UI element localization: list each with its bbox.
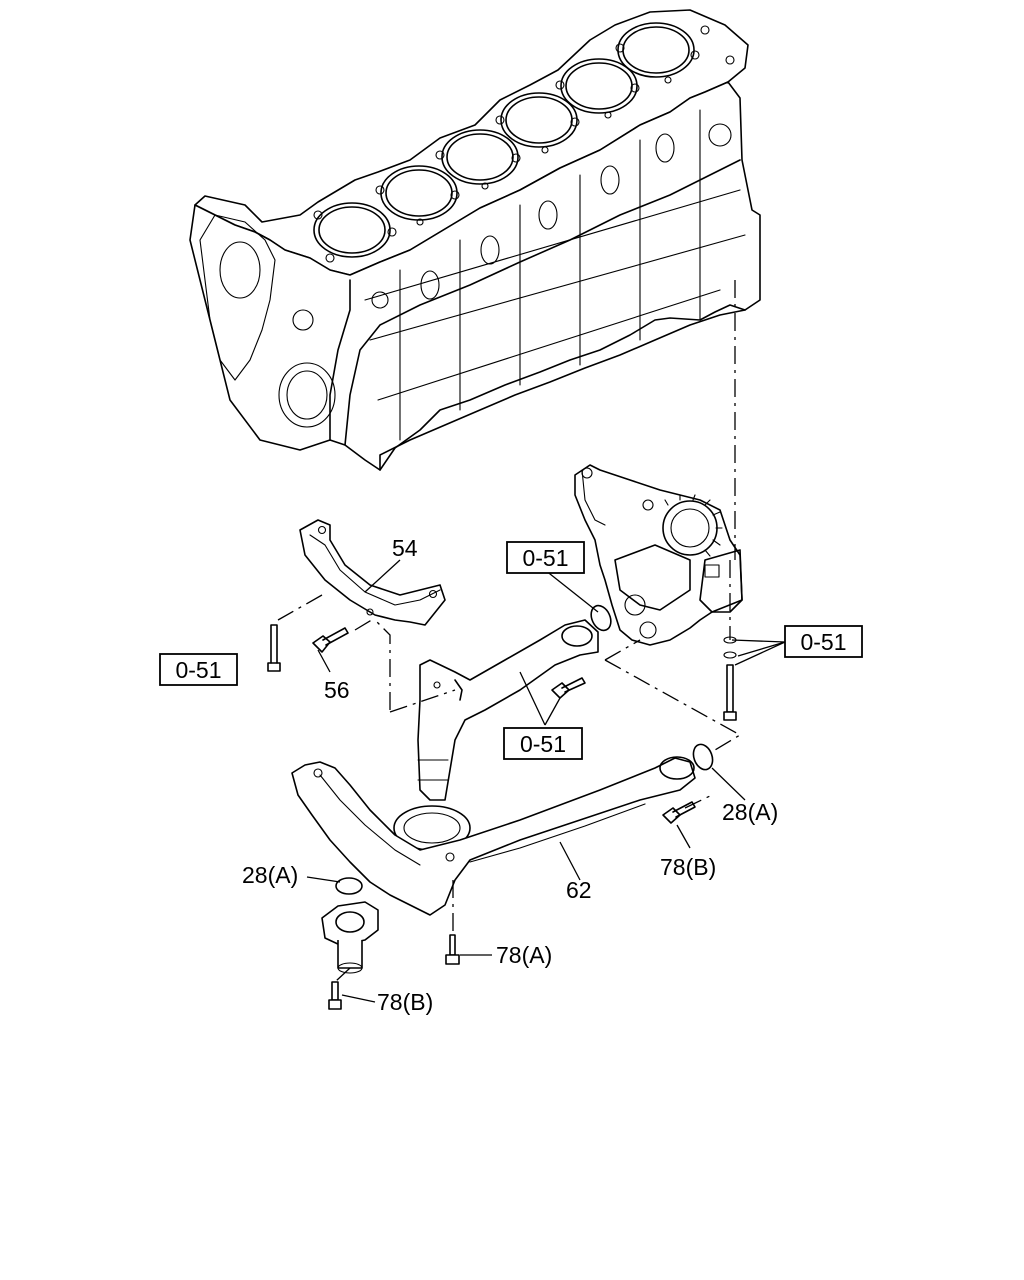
reference-label: 0-51 [175,657,221,683]
reference-box-left[interactable]: 0-51 [159,653,238,686]
cylinder-block [189,9,761,471]
callout-78a: 78(A) [496,942,552,968]
oil-strainer-pipe [393,619,599,851]
reference-label: 0-51 [800,629,846,655]
bracket-54 [299,519,446,626]
callout-54: 54 [392,535,418,561]
o-ring-28a-left [335,877,363,895]
reference-box-lower-middle[interactable]: 0-51 [503,727,583,760]
callout-62: 62 [566,877,592,903]
reference-label: 0-51 [520,731,566,757]
bolt-pump-0-51 [723,636,737,721]
callout-78b-left: 78(B) [377,989,433,1015]
leader-lines [306,559,786,1003]
oil-pump [574,464,743,646]
assembly-centerlines [277,280,742,983]
reference-box-upper-middle[interactable]: 0-51 [506,541,585,574]
bolt-78b-left [328,981,342,1010]
callout-78b-right: 78(B) [660,854,716,880]
bolt-pipe-0-51 [551,677,586,699]
callout-28a-right: 28(A) [722,799,778,825]
bolt-78a [445,934,460,965]
reference-box-right[interactable]: 0-51 [784,625,863,658]
oil-pipe-62 [291,756,696,974]
o-ring-28a-right [692,743,714,771]
o-ring-pump [590,604,612,632]
callout-28a-left: 28(A) [242,862,298,888]
reference-label: 0-51 [522,545,568,571]
callout-56: 56 [324,677,350,703]
bolt-56 [312,627,349,653]
bolt-left-0-51 [267,624,281,672]
